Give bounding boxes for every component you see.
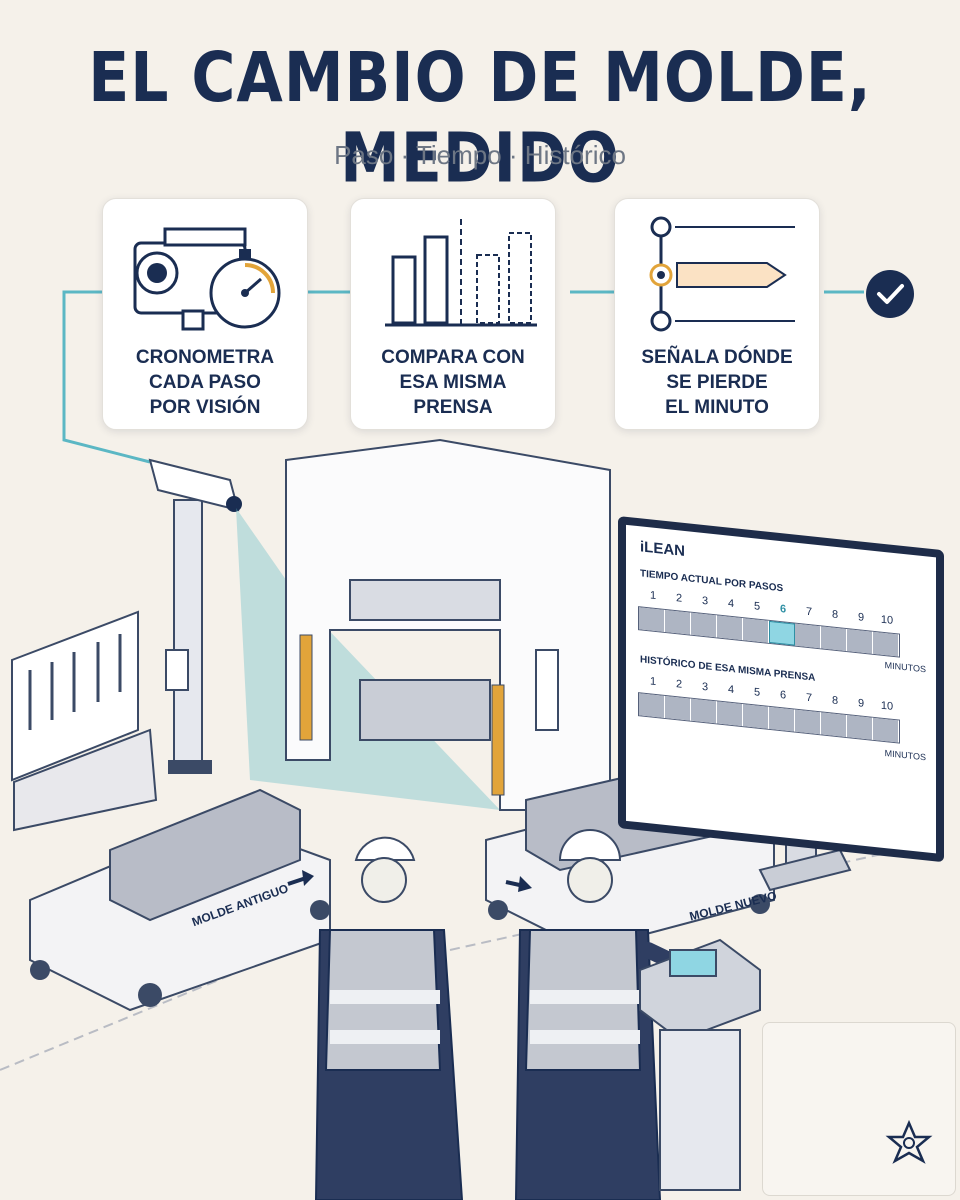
step-bar xyxy=(717,615,743,641)
cart-old-mold xyxy=(29,788,331,1012)
step-number: 2 xyxy=(675,678,683,691)
control-panel xyxy=(639,938,761,1191)
page-subtitle: Paso · Tiempo · Histórico xyxy=(334,140,626,170)
step-bar xyxy=(665,695,691,721)
step-number: 10 xyxy=(880,613,894,627)
step-bar xyxy=(847,629,873,654)
step-number: 8 xyxy=(831,608,839,622)
step-bar xyxy=(873,717,899,743)
step-number: 9 xyxy=(857,697,865,710)
camera-pole xyxy=(148,458,242,774)
card-compare-press: COMPARA CON ESA MISMA PRENSA xyxy=(350,198,556,430)
brand-card xyxy=(762,1022,956,1196)
history-unit: MINUTOS xyxy=(884,748,926,763)
worker-right xyxy=(514,829,698,1200)
step-number: 4 xyxy=(727,597,735,611)
step-number: 2 xyxy=(675,592,683,605)
step-bar xyxy=(691,698,717,724)
step-number: 3 xyxy=(701,594,709,608)
card-label: COMPARA CON ESA MISMA PRENSA xyxy=(381,347,525,418)
tool-board xyxy=(11,610,158,832)
step-number: 5 xyxy=(753,686,761,699)
brand-logo: iLEAN xyxy=(640,538,685,561)
card-lost-minute: SEÑALA DÓNDE SE PIERDE EL MINUTO xyxy=(614,198,820,430)
step-bar xyxy=(769,706,795,732)
press-machine xyxy=(285,438,611,811)
process-connector xyxy=(62,270,914,464)
step-bar xyxy=(691,612,717,638)
step-bar xyxy=(769,620,795,646)
step-number: 10 xyxy=(880,699,894,713)
step-number: 6 xyxy=(779,603,787,616)
step-number: 4 xyxy=(727,683,735,697)
timeline-marker-icon xyxy=(649,216,795,332)
check-icon xyxy=(866,270,914,318)
step-bar xyxy=(821,626,847,652)
card-time-steps: CRONOMETRA CADA PASO POR VISIÓN xyxy=(102,198,308,430)
step-bar xyxy=(795,623,821,649)
step-bar xyxy=(639,693,665,718)
flower-logo-icon xyxy=(885,1119,933,1164)
worker-left xyxy=(314,836,464,1200)
step-bar xyxy=(743,704,769,729)
step-bar xyxy=(665,609,691,635)
card-label: SEÑALA DÓNDE SE PIERDE EL MINUTO xyxy=(641,347,793,418)
bar-comparison-icon xyxy=(385,219,537,327)
step-number: 1 xyxy=(649,675,657,689)
card-label: CRONOMETRA CADA PASO POR VISIÓN xyxy=(135,347,275,418)
camera-stopwatch-icon xyxy=(133,227,281,331)
step-number: 7 xyxy=(805,691,813,705)
step-bar xyxy=(743,618,769,643)
step-number: 5 xyxy=(753,600,761,613)
current-unit: MINUTOS xyxy=(884,660,926,675)
step-bar xyxy=(717,701,743,727)
step-bar xyxy=(639,607,665,632)
page-title: EL CAMBIO DE MOLDE, MEDIDO xyxy=(88,37,872,199)
step-bar xyxy=(847,715,873,740)
step-number: 8 xyxy=(831,694,839,708)
step-bar xyxy=(821,712,847,738)
step-number: 7 xyxy=(805,605,813,619)
step-number: 6 xyxy=(779,689,787,702)
step-number: 1 xyxy=(649,589,657,603)
step-bar xyxy=(795,709,821,735)
step-number: 3 xyxy=(701,680,709,694)
step-number: 9 xyxy=(857,611,865,624)
step-bar xyxy=(873,631,899,657)
